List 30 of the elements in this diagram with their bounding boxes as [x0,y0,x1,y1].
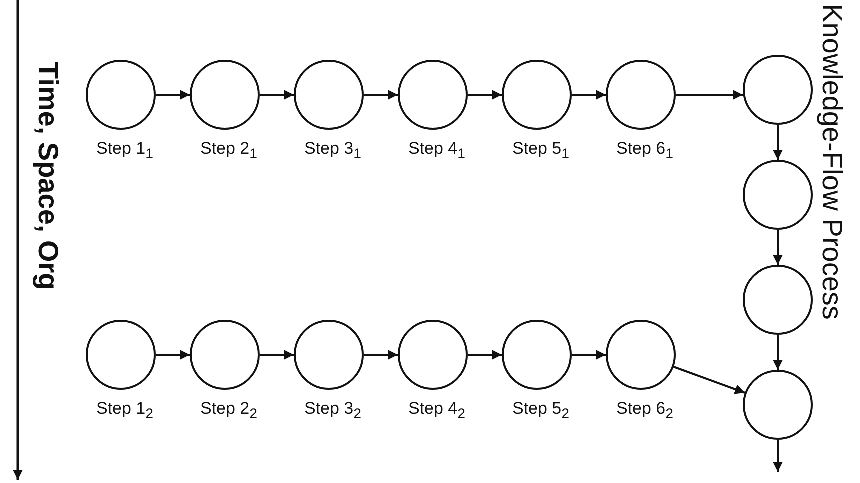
step-label: Step 4$_{1}$ [408,140,466,162]
step-label: Step 1$_{2}$ [96,400,154,422]
arrow [572,90,606,100]
arrow [773,335,783,370]
arrow [676,90,743,100]
arrow [468,90,502,100]
arrow [773,230,783,265]
arrow [260,350,294,360]
arrow [468,350,502,360]
step-label: Step 1$_{1}$ [96,140,154,162]
step-label: Step 6$_{2}$ [616,400,674,422]
step-label: Step 3$_{2}$ [304,400,362,422]
step-label: Step 5$_{1}$ [512,140,570,162]
step-label: Step 2$_{2}$ [200,400,258,422]
step-label: Step 4$_{2}$ [408,400,466,422]
arrow [156,90,190,100]
arrow [674,366,746,394]
arrow [364,350,398,360]
step-label: Step 2$_{1}$ [200,140,258,162]
arrow [364,90,398,100]
arrow [260,90,294,100]
arrow [156,350,190,360]
step-label: Step 3$_{1}$ [304,140,362,162]
step-label: Step 5$_{2}$ [512,400,570,422]
arrow [572,350,606,360]
arrow [773,125,783,160]
axis-label: Time, Space, Org [34,62,62,290]
arrow [773,440,783,472]
step-label: Step 6$_{1}$ [616,140,674,162]
axis-label: Knowledge-Flow Process [818,4,846,320]
